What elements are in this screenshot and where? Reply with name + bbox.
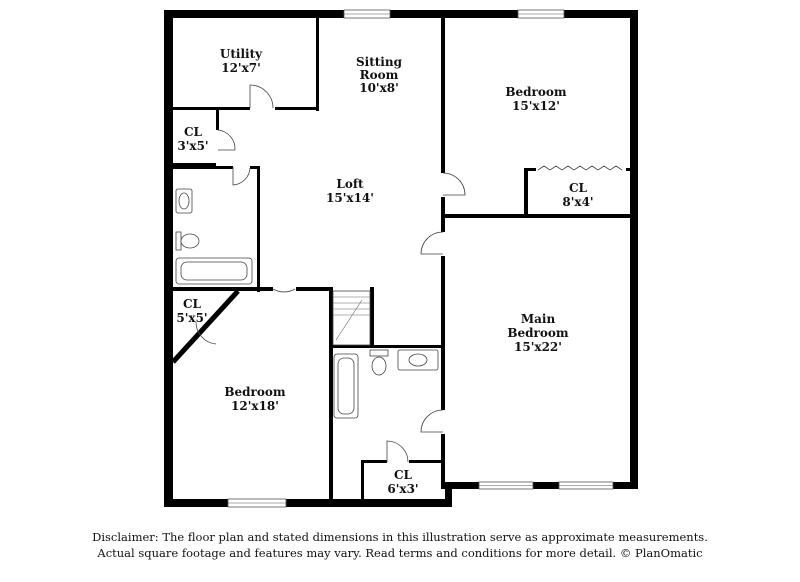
room-labels: Utility 12'x7' Sitting Room 10'x8' Bedro… (176, 47, 593, 496)
closet-s-name: CL (394, 468, 413, 482)
stairs (332, 290, 371, 346)
disclaimer-line-2: Actual square footage and features may v… (97, 546, 703, 560)
bedroom-ne-dim: 15'x12' (512, 99, 560, 113)
sitting-name-2: Room (360, 68, 399, 82)
closet-w-name: CL (184, 125, 203, 139)
interior-walls (171, 18, 630, 507)
sitting-dim: 10'x8' (359, 81, 399, 95)
closet-sw-dim: 5'x5' (176, 311, 207, 325)
bedroom-ne-name: Bedroom (505, 85, 566, 99)
loft-dim: 15'x14' (326, 191, 374, 205)
utility-name: Utility (220, 47, 263, 61)
bedroom-sw-dim: 12'x18' (231, 399, 279, 413)
main-bedroom-name-2: Bedroom (507, 326, 568, 340)
closet-sw-name: CL (183, 297, 202, 311)
fixtures (175, 188, 439, 419)
closet-ne-name: CL (569, 181, 588, 195)
main-bedroom-name-1: Main (521, 312, 556, 326)
sitting-name-1: Sitting (356, 55, 403, 69)
windows (227, 9, 614, 508)
closet-w-dim: 3'x5' (177, 139, 208, 153)
bedroom-sw-name: Bedroom (224, 385, 285, 399)
doors (195, 84, 623, 463)
utility-dim: 12'x7' (221, 61, 261, 75)
toilet-center (371, 356, 387, 376)
closet-ne-dim: 8'x4' (562, 195, 593, 209)
toilet-west-tank (175, 231, 182, 251)
exterior-walls (164, 10, 638, 507)
closet-s-dim: 6'x3' (387, 482, 418, 496)
disclaimer-line-1: Disclaimer: The floor plan and stated di… (92, 530, 708, 544)
main-bedroom-dim: 15'x22' (514, 340, 562, 354)
loft-name: Loft (336, 177, 364, 191)
toilet-west (180, 233, 200, 249)
